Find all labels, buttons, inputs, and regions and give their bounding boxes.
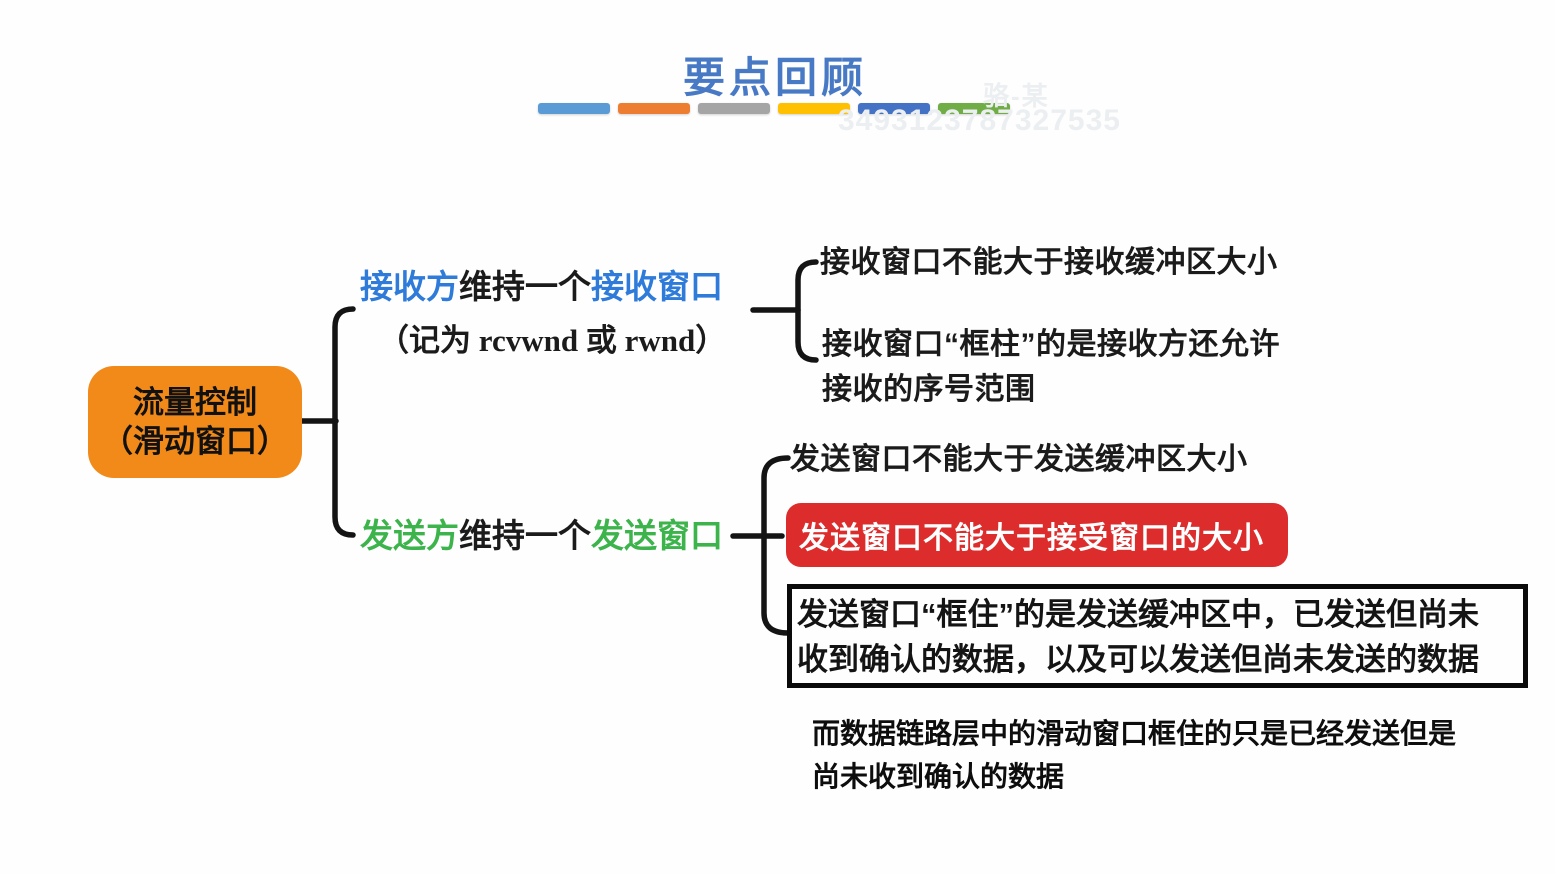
sender-subject: 发送方 <box>360 517 459 554</box>
receiver-subject: 接收方 <box>360 268 459 305</box>
section-dash <box>538 103 610 114</box>
receiver-item-frame-range-line2: 接收的序号范围 <box>822 373 1036 406</box>
root-bracket <box>332 306 356 538</box>
footnote-line2: 尚未收到确认的数据 <box>812 761 1065 792</box>
branch-sender-label: 发送方维持一个发送窗口 <box>360 519 723 552</box>
sender-object: 发送窗口 <box>591 517 723 554</box>
receiver-bracket <box>795 259 819 363</box>
receiver-object: 接收窗口 <box>591 268 723 305</box>
section-dash <box>938 103 1010 114</box>
receiver-mid-text: 维持一个 <box>459 268 591 305</box>
root-node-line1: 流量控制 <box>133 385 257 420</box>
sender-item-receive-window-limit-text: 发送窗口不能大于接受窗口的大小 <box>799 522 1264 555</box>
page-title: 要点回顾 <box>682 54 867 101</box>
branch-receiver-label: 接收方维持一个接收窗口 <box>360 270 723 303</box>
footnote-datalink-comparison: 而数据链路层中的滑动窗口框住的只是已经发送但是 尚未收到确认的数据 <box>812 712 1456 798</box>
sender-item-frame-definition-box: 发送窗口“框住”的是发送缓冲区中，已发送但尚未 收到确认的数据，以及可以发送但尚… <box>787 584 1528 688</box>
watermark-number: 3493123787327535 <box>838 104 1121 137</box>
sender-item-receive-window-limit: 发送窗口不能大于接受窗口的大小 <box>786 503 1288 567</box>
footnote-line1: 而数据链路层中的滑动窗口框住的只是已经发送但是 <box>812 718 1457 749</box>
section-dash <box>618 103 690 114</box>
receiver-item-frame-range-line1: 接收窗口“框柱”的是接收方还允许 <box>822 328 1280 361</box>
receiver-item-frame-range: 接收窗口“框柱”的是接收方还允许 接收的序号范围 <box>822 322 1280 412</box>
sender-item-frame-definition-line1: 发送窗口“框住”的是发送缓冲区中，已发送但尚未 <box>797 597 1479 632</box>
root-node-flow-control: 流量控制 （滑动窗口） <box>88 366 302 478</box>
sender-item-buffer-limit: 发送窗口不能大于发送缓冲区大小 <box>790 443 1248 476</box>
section-dash <box>778 103 850 114</box>
section-dash <box>698 103 770 114</box>
sender-mid-text: 维持一个 <box>459 517 591 554</box>
root-node-line2: （滑动窗口） <box>102 424 288 459</box>
receiver-alias-note: （记为 rcvwnd 或 rwnd） <box>378 323 727 358</box>
sender-item-frame-definition-line2: 收到确认的数据，以及可以发送但尚未发送的数据 <box>797 642 1479 677</box>
section-divider <box>538 103 1010 114</box>
sender-bracket <box>761 455 791 636</box>
watermark-name: 骆-某 <box>983 81 1050 111</box>
section-dash <box>858 103 930 114</box>
receiver-item-buffer-limit: 接收窗口不能大于接收缓冲区大小 <box>820 246 1278 279</box>
